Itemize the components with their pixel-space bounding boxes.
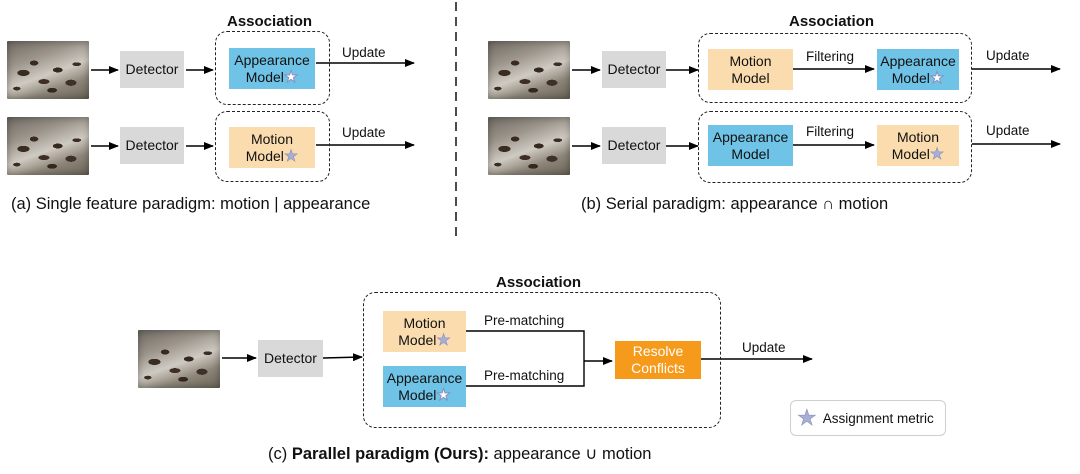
input-frame-image <box>138 330 220 388</box>
motion-model-box: Motion Model★ <box>229 127 315 168</box>
update-label: Update <box>986 123 1030 138</box>
star-icon: ★ <box>436 331 451 349</box>
association-title-b: Association <box>789 13 875 30</box>
caption-a: (a) Single feature paradigm: motion | ap… <box>11 195 371 213</box>
appearance-model-box: Appearance Model★ <box>383 366 466 407</box>
update-label: Update <box>986 48 1030 63</box>
detector-box: Detector <box>120 51 184 88</box>
star-icon: ★ <box>929 69 945 87</box>
star-icon: ★ <box>283 147 299 165</box>
caption-b: (b) Serial paradigm: appearance ∩ motion <box>581 195 889 213</box>
star-icon: ★ <box>283 68 299 86</box>
update-label: Update <box>342 125 386 140</box>
association-box-a2 <box>215 111 330 182</box>
update-label: Update <box>342 45 386 60</box>
association-box-b2 <box>698 111 972 183</box>
detector-box: Detector <box>120 127 184 164</box>
appearance-model-box: Appearance Model★ <box>877 49 959 90</box>
association-box-b1 <box>698 33 972 103</box>
detector-box: Detector <box>258 340 323 377</box>
star-icon: ★ <box>797 405 817 431</box>
motion-model-box: Motion Model★ <box>877 125 959 166</box>
association-title-a: Association <box>227 13 313 30</box>
legend: ★ Assignment metric <box>790 400 946 436</box>
filtering-label: Filtering <box>806 124 855 139</box>
detector-box: Detector <box>602 51 666 88</box>
association-box-c <box>363 292 721 428</box>
prematching-label: Pre-matching <box>484 313 565 328</box>
filtering-label: Filtering <box>806 49 855 64</box>
association-box-a1 <box>215 31 330 105</box>
caption-c: (c) Parallel paradigm (Ours): appearance… <box>268 445 652 463</box>
input-frame-image <box>488 41 570 99</box>
motion-model-box: Motion Model★ <box>383 311 466 352</box>
star-icon: ★ <box>929 145 945 163</box>
input-frame-image <box>7 117 89 175</box>
legend-label: Assignment metric <box>822 410 934 426</box>
update-label: Update <box>742 340 786 355</box>
star-icon: ★ <box>436 386 451 404</box>
prematching-label: Pre-matching <box>484 368 565 383</box>
association-title-c: Association <box>496 274 582 291</box>
input-frame-image <box>7 41 89 99</box>
appearance-model-box: Appearance Model★ <box>229 48 315 89</box>
detector-box: Detector <box>602 127 666 164</box>
input-frame-image <box>488 117 570 175</box>
